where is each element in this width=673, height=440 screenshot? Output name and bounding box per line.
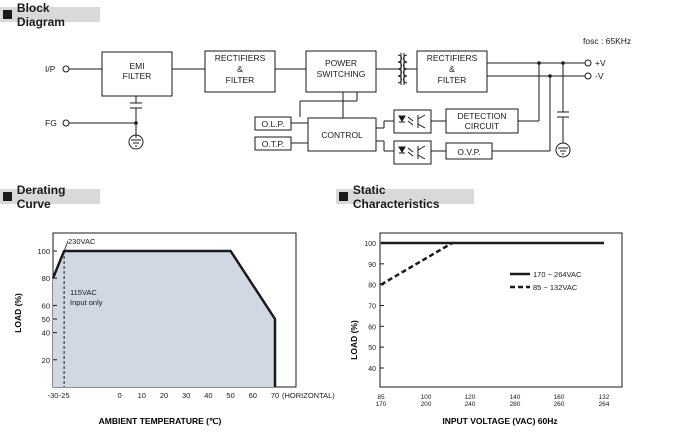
optocoupler-bottom-box	[393, 140, 432, 165]
input-terminal-icon	[62, 65, 70, 73]
block-diagram-header: Block Diagram	[0, 1, 100, 29]
x-tick-label: 70	[271, 391, 279, 400]
x-tick-label: 10	[138, 391, 146, 400]
block-diagram-title: Block Diagram	[16, 0, 65, 29]
static-plot-frame	[379, 232, 623, 388]
optocoupler-icon	[398, 114, 426, 129]
x-tick-170: 170	[376, 401, 387, 408]
ground-icon	[128, 134, 144, 150]
fg-label: FG	[45, 118, 57, 128]
control-box	[307, 117, 377, 152]
power-label: POWER	[325, 58, 357, 68]
optocoupler-icon	[398, 145, 426, 160]
output-pos-terminal-icon	[584, 59, 592, 67]
x-tick-240: 240	[465, 401, 476, 408]
legend-label: 170 ~ 264VAC	[533, 270, 582, 279]
bullet-square-icon	[339, 192, 348, 201]
derating-curve-title: Derating Curve	[16, 182, 66, 211]
y-tick-label: 60	[42, 301, 50, 310]
x-tick-200: 200	[421, 401, 432, 408]
rectifiers-label-2: RECTIFIERS	[427, 53, 478, 63]
derating-curve-header: Derating Curve	[0, 183, 100, 211]
x-tick-label: 0	[118, 391, 122, 400]
x-tick-160: 160	[554, 394, 565, 401]
output-pos-label: +V	[595, 58, 606, 68]
y-tick-label: 40	[368, 366, 376, 373]
y-tick-label: 100	[364, 241, 376, 248]
derating-y-axis-label: LOAD (%)	[13, 293, 23, 333]
static-characteristics-title: Static Characteristics	[352, 182, 440, 211]
x-tick-label: -30	[48, 391, 59, 400]
static-characteristics-header: Static Characteristics	[336, 183, 474, 211]
detection-label: DETECTION	[457, 111, 506, 121]
control-label: CONTROL	[321, 130, 363, 140]
legend-label: 85 ~ 132VAC	[533, 283, 578, 292]
y-tick-label: 80	[42, 274, 50, 283]
derating-x-axis-label: AMBIENT TEMPERATURE (℃)	[99, 416, 222, 426]
x-tick-100: 100	[421, 394, 432, 401]
x-tick-140: 140	[510, 394, 521, 401]
series-85-132vac	[380, 241, 453, 286]
x-tick-label: 20	[160, 391, 168, 400]
x-unit-label: (HORIZONTAL)	[282, 391, 335, 400]
x-tick-85: 85	[377, 394, 385, 401]
fosc-label: fosc : 65KHz	[583, 36, 631, 46]
x-tick-label: 40	[204, 391, 212, 400]
output-neg-terminal-icon	[584, 72, 592, 80]
rectifiers-filter-label-2: FILTER	[438, 75, 467, 85]
y-tick-label: 50	[42, 315, 50, 324]
static-y-axis-label: LOAD (%)	[349, 320, 359, 360]
x-tick-label: 30	[182, 391, 190, 400]
rectifiers-label-1: RECTIFIERS	[215, 53, 266, 63]
input-label: I/P	[45, 64, 56, 74]
output-neg-label: -V	[595, 71, 604, 81]
y-tick-label: 60	[368, 324, 376, 331]
ovp-label: O.V.P.	[457, 147, 480, 157]
power-switching-box	[305, 50, 377, 93]
rectifiers-filter-box-1	[204, 50, 276, 93]
ground-icon	[555, 142, 571, 158]
rectifiers-amp-1: &	[237, 64, 243, 74]
x-tick-260: 260	[554, 401, 565, 408]
rectifiers-filter-label-1: FILTER	[226, 75, 255, 85]
y-tick-label: 20	[42, 356, 50, 365]
x-tick-280: 280	[510, 401, 521, 408]
y-tick-label: 100	[37, 247, 50, 256]
switching-label: SWITCHING	[317, 69, 366, 79]
annotation-pointer-230	[63, 240, 69, 252]
x-tick-132: 132	[599, 394, 610, 401]
y-tick-label: 80	[368, 283, 376, 290]
bullet-square-icon	[3, 10, 12, 19]
y-tick-label: 40	[42, 329, 50, 338]
x-tick-120: 120	[465, 394, 476, 401]
emi-filter-box	[101, 51, 173, 97]
circuit-label: CIRCUIT	[465, 121, 499, 131]
bullet-square-icon	[3, 192, 12, 201]
fg-terminal-icon	[62, 119, 70, 127]
annotation-input-only: Input only	[70, 298, 103, 307]
derating-area	[53, 251, 275, 387]
y-tick-label: 90	[368, 262, 376, 269]
x-tick-label: 60	[249, 391, 257, 400]
annotation-230vac: 230VAC	[68, 237, 96, 246]
x-tick-label: 50	[226, 391, 234, 400]
x-tick-264: 264	[599, 401, 610, 408]
y-tick-label: 70	[368, 304, 376, 311]
emi-filter-label-1: EMI	[129, 61, 144, 71]
rectifiers-amp-2: &	[449, 64, 455, 74]
derating-line-115vac	[52, 250, 65, 279]
annotation-115vac: 115VAC	[70, 288, 97, 297]
emi-filter-label-2: FILTER	[123, 71, 152, 81]
rectifiers-filter-box-2	[416, 50, 488, 93]
x-tick-label: -25	[59, 391, 70, 400]
static-x-axis-label: INPUT VOLTAGE (VAC) 60Hz	[442, 416, 557, 426]
olp-label: O.L.P.	[262, 119, 285, 129]
otp-label: O.T.P.	[262, 139, 285, 149]
y-tick-label: 50	[368, 345, 376, 352]
transformer-icon	[397, 53, 408, 85]
